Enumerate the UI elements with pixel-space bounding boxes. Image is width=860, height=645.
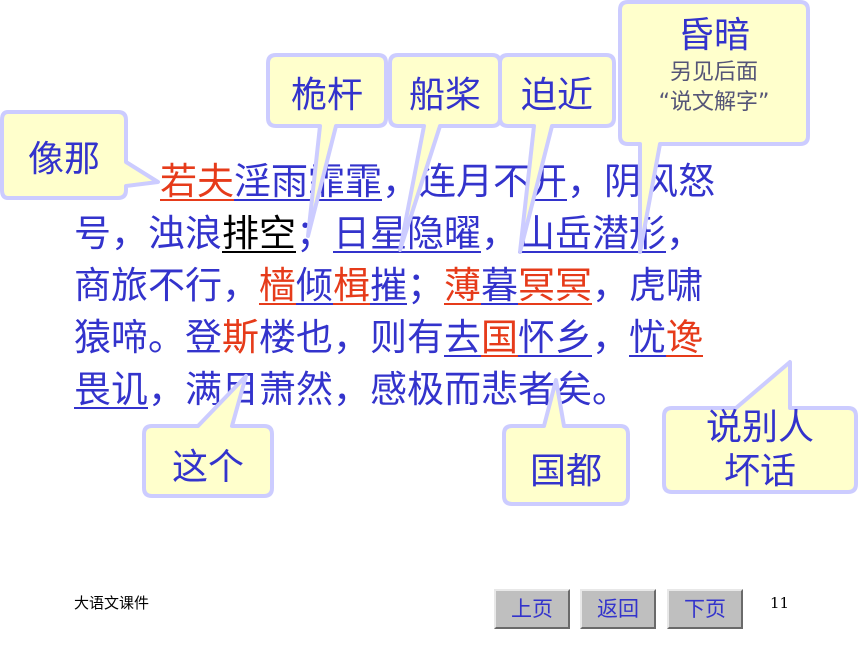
callout-hunan: 昏暗 另见后面 “说文解字” (624, 14, 804, 118)
passage-segment: 怀乡 (518, 316, 592, 359)
highlighted-word: 谗 (666, 316, 703, 359)
passage-text: 若夫淫雨霏霏，连月不开，阴风怒号，浊浪排空；日星隐曜，山岳潜形，商旅不行，樯倾楫… (74, 156, 809, 416)
passage-segment: 淫雨霏霏 (234, 160, 382, 203)
highlighted-word: 国 (481, 316, 518, 359)
passage-segment: ， (666, 212, 703, 255)
callout-shuobieren-line-1: 说别人 (705, 407, 814, 448)
passage-segment: ，满目萧然，感极而悲者矣。 (148, 368, 629, 411)
next-page-button[interactable]: 下页 (667, 589, 743, 629)
passage-line: 商旅不行，樯倾楫摧；薄暮冥冥，虎啸 (74, 260, 809, 312)
passage-segment: 猿啼。登 (74, 316, 222, 359)
passage-segment: 日星隐曜 (333, 212, 481, 255)
passage-segment: 楼也，则有 (259, 316, 444, 359)
callout-hunan-word: 昏暗 (677, 15, 750, 56)
passage-segment: 商旅不行， (74, 264, 259, 307)
passage-segment: ； (407, 264, 444, 307)
passage-segment: 忧 (629, 316, 666, 359)
callout-weigan: 桅杆 (290, 75, 363, 116)
callout-pojin: 迫近 (520, 75, 593, 116)
callout-shuobieren: 说别人 坏话 (668, 406, 852, 494)
passage-line: 若夫淫雨霏霏，连月不开，阴风怒 (74, 156, 809, 208)
callout-zhege: 这个 (171, 447, 244, 488)
highlighted-word: 若夫 (160, 160, 234, 203)
highlighted-word: 斯 (222, 316, 259, 359)
passage-segment: ，阴风怒 (567, 160, 715, 203)
passage-segment: ，连月不 (382, 160, 530, 203)
passage-segment: 排空 (222, 212, 296, 255)
passage-segment: 山岳潜形 (518, 212, 666, 255)
back-button[interactable]: 返回 (580, 589, 656, 629)
passage-segment: 倾 (296, 264, 333, 307)
passage-line: 猿啼。登斯楼也，则有去国怀乡，忧谗 (74, 312, 809, 364)
callout-guodu: 国都 (529, 451, 602, 492)
passage-segment: ， (481, 212, 518, 255)
callout-xiangna: 像那 (27, 139, 100, 180)
passage-segment: 暮 (481, 264, 518, 307)
callout-chuanjiang: 船桨 (408, 75, 481, 116)
prev-page-button[interactable]: 上页 (494, 589, 570, 629)
highlighted-word: 冥冥 (518, 264, 592, 307)
passage-segment: 畏讥 (74, 368, 148, 411)
passage-line: 号，浊浪排空；日星隐曜，山岳潜形， (74, 208, 809, 260)
passage-segment: 摧 (370, 264, 407, 307)
highlighted-word: 樯 (259, 264, 296, 307)
passage-segment: ，虎啸 (592, 264, 703, 307)
passage-segment: ； (296, 212, 333, 255)
page-number: 11 (770, 594, 790, 612)
highlighted-word: 楫 (333, 264, 370, 307)
passage-segment: 去 (444, 316, 481, 359)
passage-segment: ， (592, 316, 629, 359)
callout-hunan-note-2: “说文解字” (658, 90, 770, 115)
footer-course-label: 大语文课件 (74, 594, 150, 612)
highlighted-word: 薄 (444, 264, 481, 307)
callout-hunan-note-1: 另见后面 (669, 60, 758, 85)
passage-segment: 号，浊浪 (74, 212, 222, 255)
callout-shuobieren-line-2: 坏话 (723, 451, 796, 492)
passage-segment: 开 (530, 160, 567, 203)
